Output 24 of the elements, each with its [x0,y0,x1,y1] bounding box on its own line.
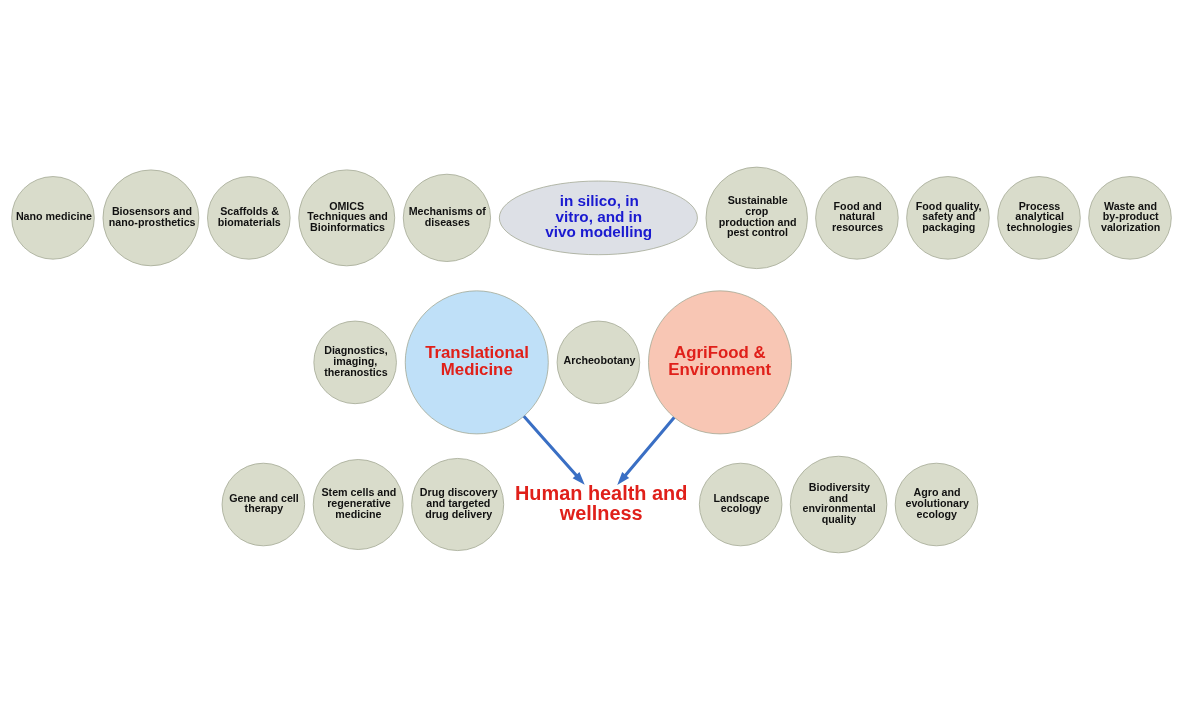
node-circle: Food quality, safety and packaging [906,176,990,260]
node-circle: Sustainable crop production and pest control [705,166,808,269]
node-circle: Archeobotany [556,320,641,405]
node-circle: Diagnostics, imaging, theranostics [313,320,397,405]
node-circle: Process analytical technologies [997,176,1081,260]
node-circle: Landscape ecology [698,462,783,547]
node-text: Human health and wellness [515,481,688,524]
node-circle: Stem cells and regenerative medicine [312,459,404,550]
node-circle: Waste and by-product valorization [1088,176,1172,260]
node-circle: AgriFood & Environment [648,290,792,435]
node-circle: Agro and evolutionary ecology [894,462,979,547]
node-circle: Scaffolds & biomaterials [207,176,291,260]
node-ellipse: in silico, in vitro, and in vivo modelling [498,180,698,256]
arrow [617,416,676,485]
node-circle: Nano medicine [11,176,95,260]
node-circle: Biodiversity and environmental quality [789,455,888,554]
node-circle: Drug discovery and targeted drug delivery [411,458,505,551]
node-circle: Gene and cell therapy [221,462,306,547]
node-circle: Translational Medicine [404,290,549,435]
arrow [522,415,585,485]
node-circle: Mechanisms of diseases [402,173,491,262]
node-circle: Biosensors and nano-prosthetics [102,169,200,267]
node-circle: Food and natural resources [815,176,899,260]
node-circle: OMICS Techniques and Bioinformatics [298,169,396,267]
